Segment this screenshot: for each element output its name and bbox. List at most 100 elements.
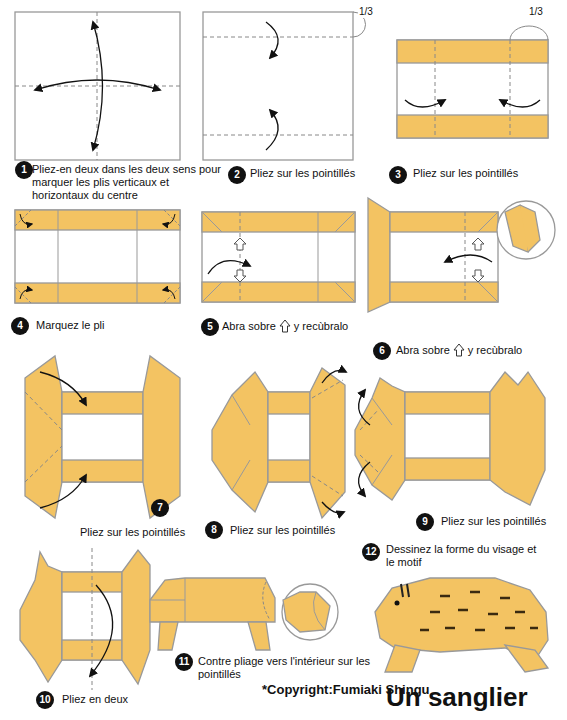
step11-paper [283,592,330,632]
instruction-text: Abra sobre [222,320,276,333]
step11-paper [313,592,325,630]
step3-paper [435,40,510,138]
instruction-text: Pliez sur les pointillés [230,524,348,537]
step10-paper [62,572,122,592]
step5-paper [202,282,355,302]
callout-number: 12 [362,543,380,561]
step9-paper [372,398,392,485]
step4-paper [15,210,180,303]
instruction-text: Contre pliage vers l'intérieur sur les p… [198,655,373,681]
callout-number: 7 [151,499,169,517]
step7-paper [62,392,143,414]
step2-square [203,12,353,160]
step9-paper [405,392,490,414]
step6-paper [390,282,498,302]
step6-paper [465,212,466,302]
fraction-label: 1/3 [358,6,374,18]
step7-paper [25,356,180,518]
step3-paper [397,115,548,138]
step9-paper [359,462,370,496]
copyright-note: *Copyright:Fumiaki Shingu [262,682,430,698]
step4-paper [163,214,175,224]
step7-paper [143,356,180,518]
step8-paper [212,372,268,512]
step11-paper [150,578,275,622]
step11-paper [150,578,185,622]
step5-paper [202,212,355,302]
fraction-label: 1/3 [528,6,544,18]
step3-paper [500,100,540,107]
step6-paper [445,255,492,262]
step7-paper [25,356,62,518]
step4-paper [20,214,32,224]
step10-paper [20,548,150,690]
step5-paper [240,212,241,302]
boar-figure [401,584,409,597]
callout-number: 3 [389,166,407,184]
step9-paper [405,458,490,480]
step8-paper [268,460,310,482]
callout-number: 5 [201,318,219,336]
step7-paper [40,475,86,508]
step3-paper [397,26,548,138]
origami-illustration [15,12,555,690]
step6-paper [368,198,555,312]
step7-paper [62,392,143,482]
step3-paper [397,40,548,138]
instruction-text: Pliez sur les pointillés [80,526,220,539]
instruction-text: y recùbralo [294,320,348,333]
callout-number: 9 [416,513,434,531]
step4-paper [15,210,180,303]
step8-paper [232,395,250,490]
step11-paper [150,578,338,650]
step3-paper [397,40,548,63]
step9-paper [359,390,370,425]
step3-paper [510,26,548,40]
step8-paper [268,392,310,482]
step9-paper [405,392,490,480]
step11-paper [282,584,338,640]
step5-paper [208,261,250,274]
step5-paper [202,212,355,232]
step8-paper [322,502,344,513]
step1-square [35,80,160,90]
step8-paper [312,380,343,496]
step1-square [93,22,103,150]
step9-paper [355,372,545,505]
instruction-text: Marquez le pli [36,319,176,332]
step6-paper [368,198,390,312]
step10-paper [92,548,93,690]
step8-paper [212,368,346,518]
step4-paper [15,283,180,303]
step1-square [15,12,180,160]
step5-paper [202,212,355,302]
step4-paper [15,210,180,230]
step2-square [266,110,278,150]
step11-paper [263,582,270,620]
instruction-text: Pliez-en deux dans les deux sens pour ma… [32,163,222,202]
boar-figure [375,578,548,672]
step8-paper [310,368,345,518]
step5-paper [234,238,246,282]
step4-paper [15,210,180,303]
open-arrow-icon [453,343,465,357]
step10-paper [122,550,150,684]
step7-paper [62,460,143,482]
boar-figure [420,592,538,630]
step1-square [15,12,180,160]
instruction-text: Pliez sur les pointillés [250,167,390,180]
step4-paper [20,290,32,299]
step10-paper [20,552,62,682]
open-arrow-icon [454,344,464,356]
step2-square [203,12,366,160]
callout-number: 1 [15,161,33,179]
callout-number: 2 [228,166,246,184]
step7-paper [40,372,86,405]
step11-paper [158,622,270,650]
step6-paper [497,201,555,259]
step4-paper [163,290,175,299]
instruction-text: Pliez sur les pointillés [441,515,559,528]
callout-number: 4 [11,317,29,335]
callout-number: 11 [175,653,193,671]
